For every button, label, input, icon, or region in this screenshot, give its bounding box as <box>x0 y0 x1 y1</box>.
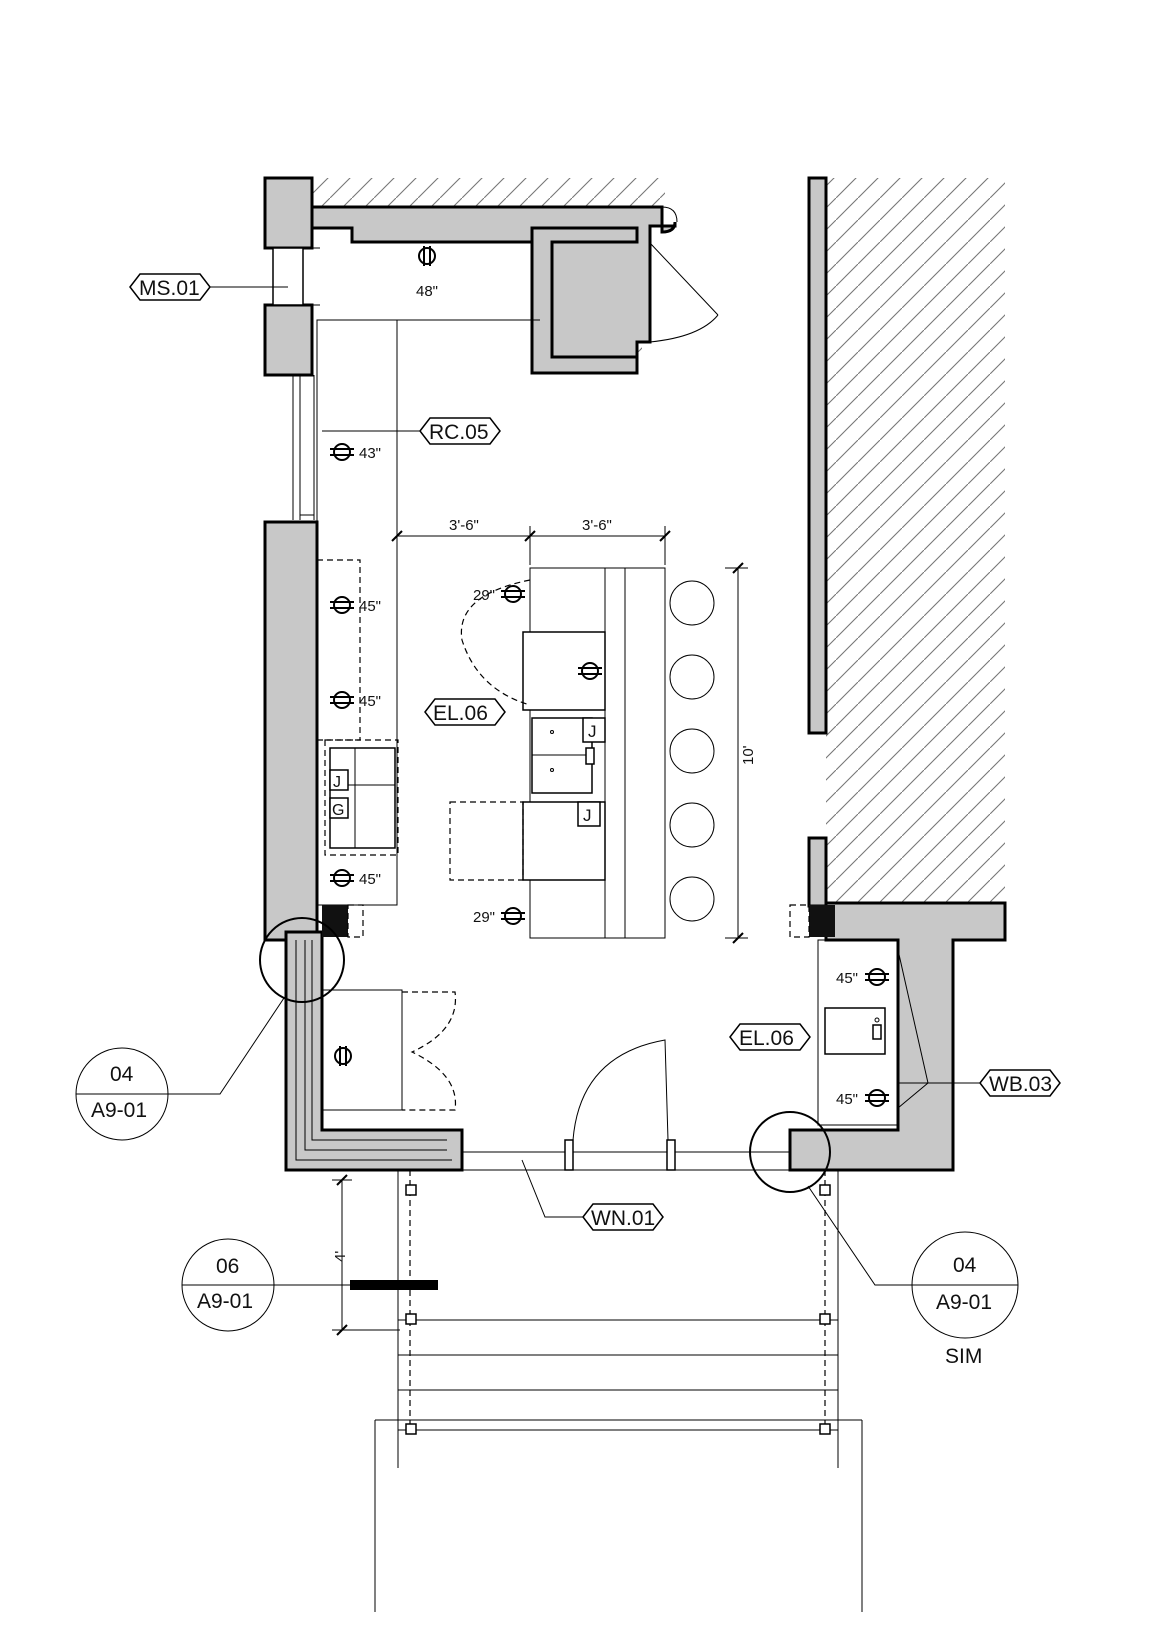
outlet-icon <box>865 1089 889 1107</box>
top-wall-closet <box>310 205 677 375</box>
svg-text:WN.01: WN.01 <box>591 1207 655 1230</box>
outlet-icon <box>330 596 354 614</box>
hatched-area-top <box>310 178 665 208</box>
bar-stools <box>669 580 715 922</box>
island-junction-boxes: J J <box>577 717 606 827</box>
outlet-icon <box>578 662 602 680</box>
detail-note: SIM <box>945 1345 982 1368</box>
left-column-block <box>322 905 348 937</box>
height-label: 45" <box>359 871 381 888</box>
closet-door-swing <box>649 242 719 343</box>
detail-callout-left: 04 A9-01 <box>75 917 345 1141</box>
outlet-icon <box>330 869 354 887</box>
dimension-vertical: 10' <box>725 562 757 944</box>
tag-ms01: MS.01 <box>129 273 288 301</box>
detail-sheet: A9-01 <box>91 1099 147 1122</box>
section-marker-bottom: 06 A9-01 <box>181 1238 438 1332</box>
island-sink <box>531 717 595 794</box>
left-junction-boxes: J G <box>329 769 349 819</box>
right-wall-lower <box>807 836 828 908</box>
height-label: 45" <box>359 693 381 710</box>
detail-number: 04 <box>953 1254 977 1277</box>
tag-el06-wall: EL.06 <box>729 1023 811 1051</box>
svg-text:EL.06: EL.06 <box>433 702 488 725</box>
outlet-icon <box>501 585 525 603</box>
detail-sheet: A9-01 <box>936 1291 992 1314</box>
detail-number: 04 <box>110 1063 134 1086</box>
detail-callout-right: 04 A9-01 SIM <box>749 1111 1019 1368</box>
dimension-right: 3'-6" <box>582 517 612 534</box>
kitchen-island <box>449 567 666 939</box>
svg-text:EL.06: EL.06 <box>739 1027 794 1050</box>
tag-rc05: RC.05 <box>322 417 501 445</box>
junction-box-label: J <box>333 774 341 791</box>
left-wall-lower <box>263 520 319 942</box>
dimension-left: 3'-6" <box>449 517 479 534</box>
right-wall-upper <box>807 176 828 735</box>
front-door <box>462 1039 790 1171</box>
svg-text:MS.01: MS.01 <box>139 277 200 300</box>
left-lower-counter <box>321 989 457 1111</box>
tag-wn01: WN.01 <box>521 1159 664 1231</box>
height-label: 48" <box>416 283 438 300</box>
svg-text:J: J <box>583 806 592 825</box>
dimension-10ft: 10' <box>740 745 757 765</box>
outlet-icon <box>330 691 354 709</box>
dimension-horizontal: 3'-6" 3'-6" <box>391 517 671 565</box>
outlet-icons <box>330 246 889 1107</box>
height-label: 29" <box>473 909 495 926</box>
outlet-icon <box>865 968 889 986</box>
svg-text:RC.05: RC.05 <box>429 421 489 444</box>
height-label: 45" <box>836 970 858 987</box>
height-label: 45" <box>359 598 381 615</box>
section-sheet: A9-01 <box>197 1290 253 1313</box>
tag-el06-island: EL.06 <box>424 698 506 726</box>
section-number: 06 <box>216 1255 239 1278</box>
dimension-4ft: 4' <box>332 1251 349 1262</box>
dimension-steps: 4' <box>332 1174 400 1336</box>
right-counter <box>817 939 899 1126</box>
hatched-area-right <box>825 178 1005 905</box>
entry-steps <box>374 1170 863 1612</box>
outlet-icon <box>418 246 436 266</box>
height-label: 29" <box>473 587 495 604</box>
right-column-block <box>809 905 835 937</box>
tag-wb03: WB.03 <box>897 949 1061 1109</box>
outlet-icon <box>334 1046 352 1066</box>
outlet-icon <box>330 443 354 461</box>
svg-text:J: J <box>588 722 597 741</box>
outlet-icon <box>501 907 525 925</box>
height-label: 43" <box>359 445 381 462</box>
height-label: 45" <box>836 1091 858 1108</box>
window-left-opening <box>292 375 315 520</box>
svg-text:WB.03: WB.03 <box>989 1073 1052 1096</box>
left-wall-upper <box>263 176 320 377</box>
gfci-label: G <box>332 802 344 819</box>
